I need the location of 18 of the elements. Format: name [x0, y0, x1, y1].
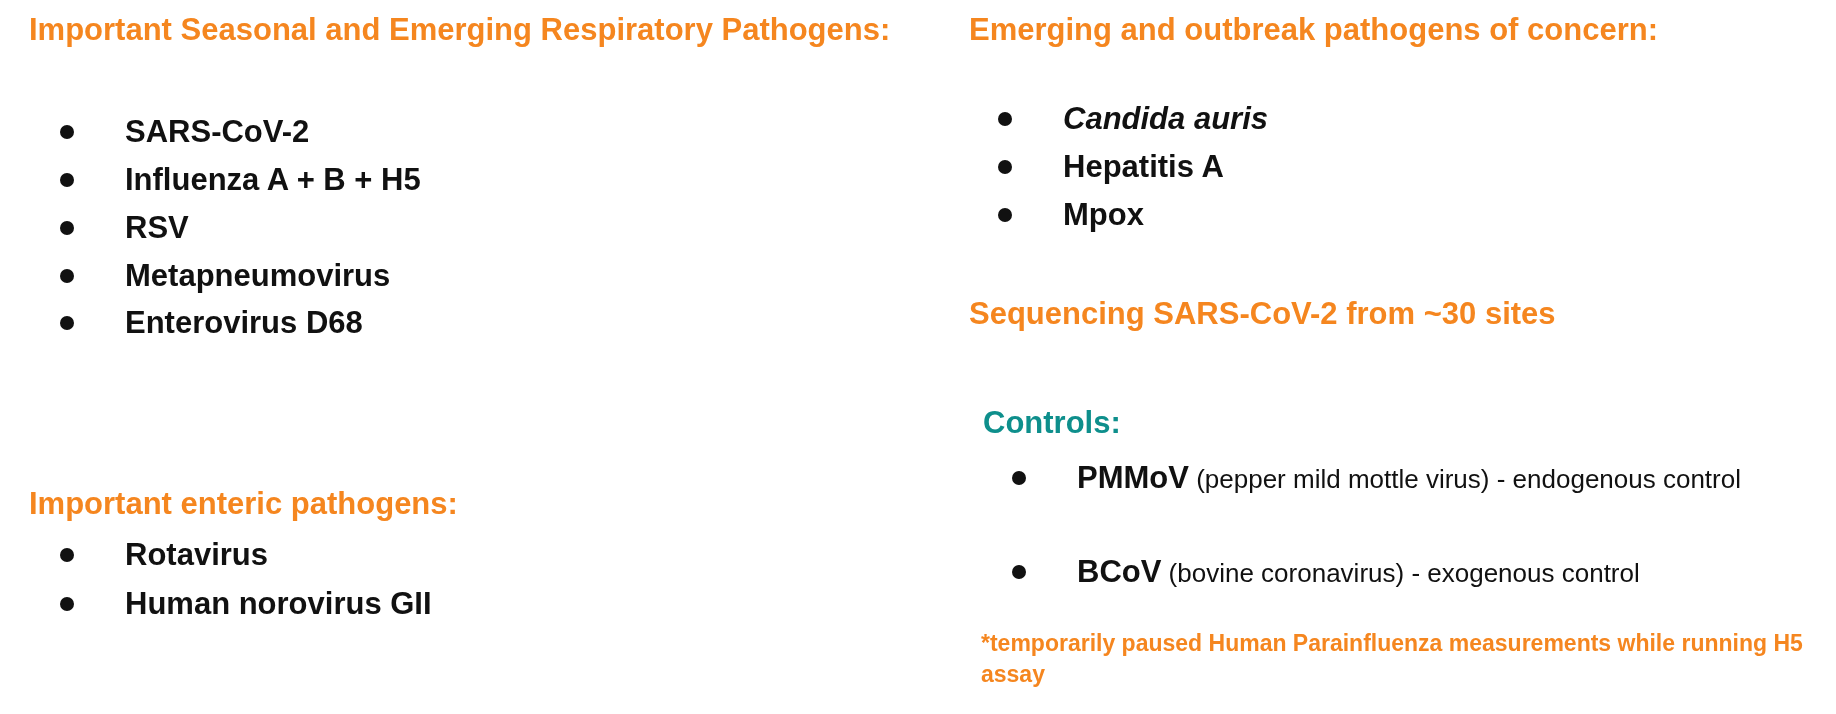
list-item: SARS-CoV-2 — [125, 113, 310, 151]
list-item: Enterovirus D68 — [125, 304, 363, 342]
list-item: Metapneumovirus — [125, 257, 391, 295]
list-item: RSV — [125, 209, 189, 247]
list-item: PMMoV (pepper mild mottle virus) - endogenous control — [1077, 459, 1741, 497]
section-heading: Controls: — [983, 404, 1121, 442]
list-item: Influenza A + B + H5 — [125, 161, 421, 199]
list-item: Candida auris — [1063, 100, 1268, 138]
section-heading: Important enteric pathogens: — [29, 485, 458, 523]
section-heading: Emerging and outbreak pathogens of concern: — [969, 11, 1658, 49]
list-item: Hepatitis A — [1063, 148, 1224, 186]
section-heading: Important Seasonal and Emerging Respiratory Pathogens: — [29, 11, 891, 49]
section-heading: Sequencing SARS-CoV-2 from ~30 sites — [969, 295, 1556, 333]
footnote-text: *temporarily paused Human Parainfluenza measurements while running H5 assay — [981, 629, 1804, 689]
list-item: Mpox — [1063, 196, 1144, 234]
list-item: BCoV (bovine coronavirus) - exogenous control — [1077, 553, 1640, 591]
list-item: Human norovirus GII — [125, 585, 432, 623]
list-item: Rotavirus — [125, 536, 268, 574]
